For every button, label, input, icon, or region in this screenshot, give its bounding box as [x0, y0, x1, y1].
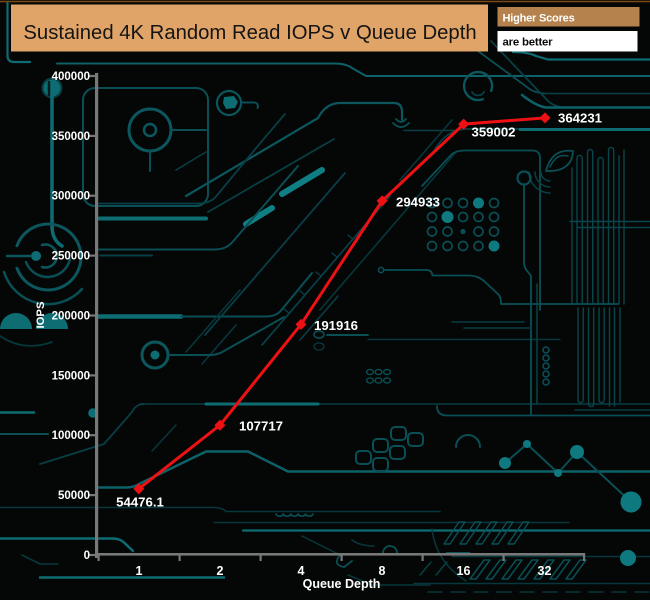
- svg-text:191916: 191916: [314, 318, 358, 333]
- svg-text:350000: 350000: [52, 131, 90, 143]
- svg-text:54476.1: 54476.1: [116, 495, 164, 510]
- svg-text:2: 2: [217, 564, 224, 578]
- svg-text:200000: 200000: [52, 311, 90, 323]
- svg-text:100000: 100000: [52, 430, 90, 442]
- svg-text:300000: 300000: [52, 191, 90, 203]
- svg-text:400000: 400000: [52, 71, 90, 83]
- svg-text:Sustained 4K Random Read IOPS: Sustained 4K Random Read IOPS v Queue De…: [23, 22, 476, 44]
- svg-text:107717: 107717: [239, 419, 283, 434]
- svg-text:4: 4: [298, 564, 305, 578]
- svg-text:1: 1: [136, 564, 143, 578]
- svg-text:16: 16: [457, 564, 471, 578]
- svg-text:Queue Depth: Queue Depth: [303, 577, 381, 591]
- svg-text:250000: 250000: [52, 251, 90, 263]
- svg-text:8: 8: [379, 564, 386, 578]
- svg-text:50000: 50000: [58, 490, 90, 502]
- svg-text:364231: 364231: [558, 111, 602, 126]
- svg-text:Higher Scores: Higher Scores: [503, 13, 575, 25]
- svg-text:359002: 359002: [472, 125, 516, 140]
- svg-text:150000: 150000: [52, 370, 90, 382]
- svg-text:0: 0: [84, 550, 90, 562]
- svg-text:294933: 294933: [396, 195, 440, 210]
- svg-text:are better: are better: [503, 37, 554, 49]
- svg-text:IOPS: IOPS: [35, 301, 47, 328]
- svg-text:32: 32: [538, 564, 552, 578]
